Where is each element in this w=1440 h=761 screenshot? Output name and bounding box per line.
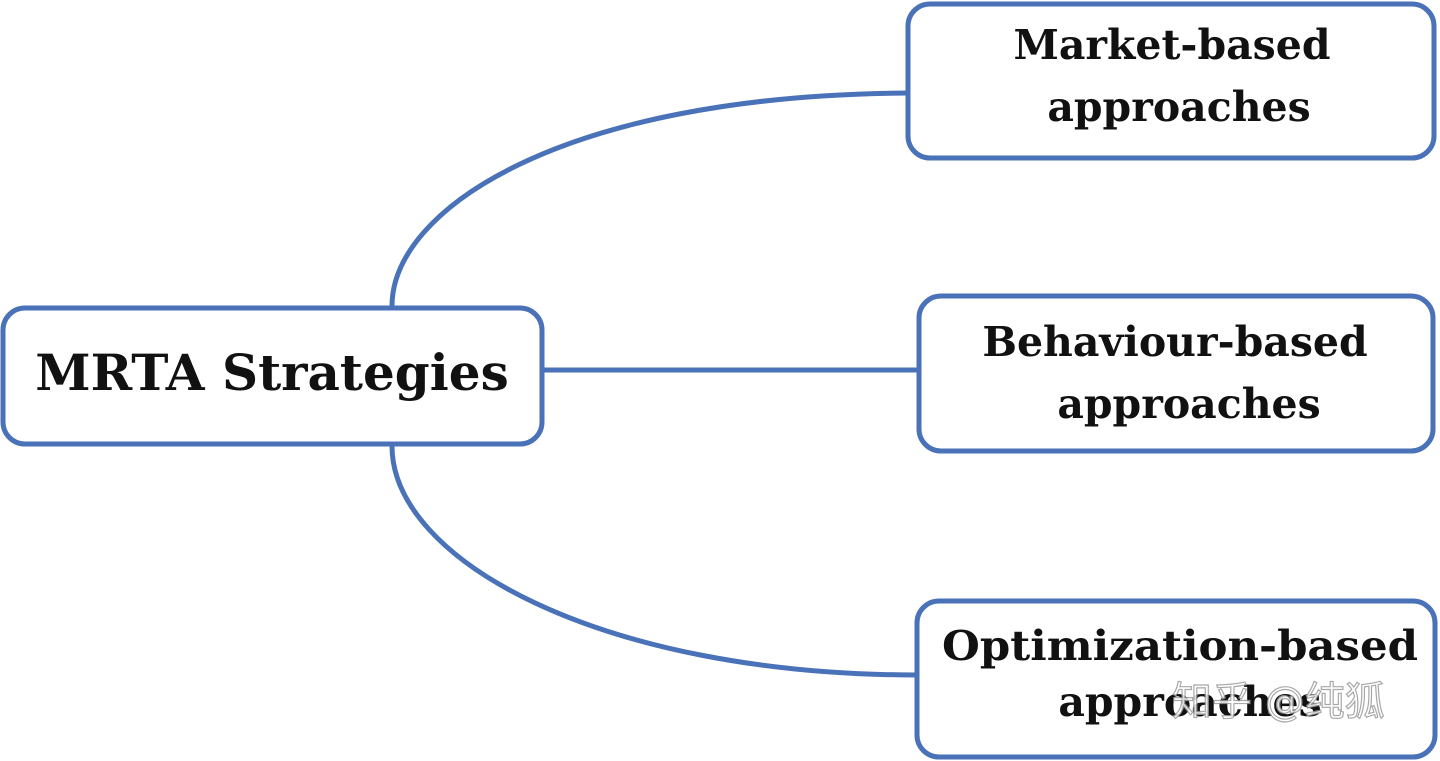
branch-node-optimization-based-line1: Optimization-based [942, 622, 1418, 670]
branch-node-optimization-based: Optimization-based approaches [914, 598, 1438, 760]
branch-node-behaviour-based-line1: Behaviour-based [982, 318, 1367, 366]
root-node-label: MRTA Strategies [35, 343, 508, 402]
branch-node-market-based: Market-based approaches [905, 1, 1437, 161]
branch-node-market-based-line1: Market-based [1013, 21, 1330, 69]
branch-node-behaviour-based-line2: approaches [1057, 380, 1320, 428]
connector-market-based [389, 90, 910, 307]
branch-node-optimization-based-box [914, 598, 1438, 760]
branch-node-optimization-based-line2: approaches [1058, 678, 1321, 726]
watermark-text: 知乎 @纯狐 [1172, 679, 1385, 725]
branch-node-behaviour-based: Behaviour-based approaches [916, 293, 1436, 454]
branch-node-market-based-box [905, 1, 1437, 161]
root-node-box [0, 305, 545, 447]
branch-node-market-based-line2: approaches [1047, 83, 1310, 131]
branch-node-behaviour-based-box [916, 293, 1436, 454]
root-node: MRTA Strategies [0, 305, 545, 447]
connector-optimization-based [389, 445, 919, 678]
